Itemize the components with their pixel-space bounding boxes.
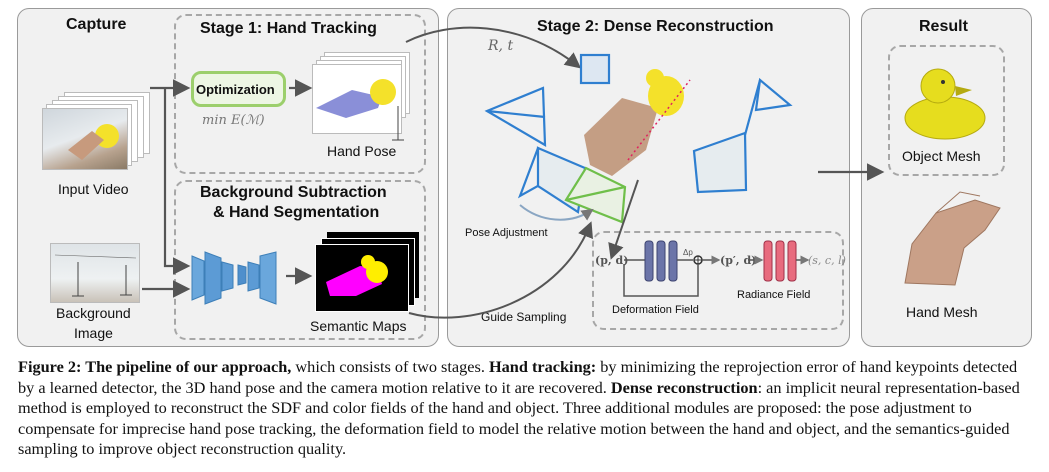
stage2-title: Stage 2: Dense Reconstruction [537, 18, 774, 35]
hand-pose-content [316, 79, 404, 141]
object-mesh-duck [904, 68, 986, 140]
semantic-mask [326, 255, 388, 296]
field-network-box [592, 231, 844, 330]
object-mesh-label: Object Mesh [902, 148, 981, 164]
deformation-field-label: Deformation Field [612, 304, 699, 316]
caption-hand-tracking-label: Hand tracking: [488, 357, 597, 376]
caption-figure-label: Figure 2: The pipeline of our approach, [18, 357, 292, 376]
semantic-maps-label: Semantic Maps [310, 318, 407, 334]
delta-p: Δp [683, 248, 693, 257]
background-image [50, 243, 140, 303]
camera-frustums [484, 53, 793, 224]
field-network-diagram [623, 240, 810, 297]
stage1-title: Stage 1: Hand Tracking [200, 20, 377, 37]
optimization-label: Optimization [196, 82, 275, 97]
hand-pose-frames [312, 52, 412, 138]
bg-sub-title-2: & Hand Segmentation [213, 204, 380, 221]
hand-mesh-label: Hand Mesh [906, 304, 978, 320]
output-scl: (s, c, l) [808, 254, 846, 267]
handpose-to-stage2-curve [405, 26, 582, 69]
bg-sub-title-1: Background Subtraction [200, 184, 387, 201]
hand-mesh [904, 191, 1001, 286]
pose-adjustment-arc [519, 204, 594, 221]
segmentation-network [191, 251, 277, 305]
output-pd: (p′, d) [720, 254, 757, 267]
result-title: Result [919, 18, 968, 35]
input-video-content [68, 124, 119, 160]
caption-dense-text: : an implicit neural representation-base… [18, 377, 1020, 459]
video-to-segmentation-line [163, 88, 191, 275]
caption-hand-tracking-text: by minimizing the reprojection error of … [18, 357, 1018, 397]
caption-intro: which consists of two stages. [291, 357, 489, 376]
stage2-hand-object [584, 69, 691, 176]
pose-adjustment-label: Pose Adjustment [465, 227, 548, 239]
caption-dense-label: Dense reconstruction [610, 377, 758, 397]
background-image-label-2: Image [74, 325, 113, 341]
hand-pose-label: Hand Pose [327, 143, 397, 159]
figure-caption: Figure 2: The pipeline of our approach, … [18, 357, 1033, 460]
stage2-panel [447, 8, 850, 347]
object-mesh-box [888, 45, 1005, 176]
optimization-box [191, 71, 286, 107]
background-image-content [54, 254, 137, 297]
maps-to-guide-sampling-curve [408, 221, 593, 319]
rt-label: R, t [488, 38, 514, 54]
guide-sampling-label: Guide Sampling [481, 310, 567, 324]
objective-label: min E(ℳ) [202, 113, 265, 128]
capture-title: Capture [66, 16, 127, 33]
input-video-label: Input Video [58, 181, 129, 197]
stage2-to-field-arrow [608, 179, 639, 260]
background-image-label-1: Background [56, 305, 131, 321]
radiance-field-label: Radiance Field [737, 289, 811, 301]
